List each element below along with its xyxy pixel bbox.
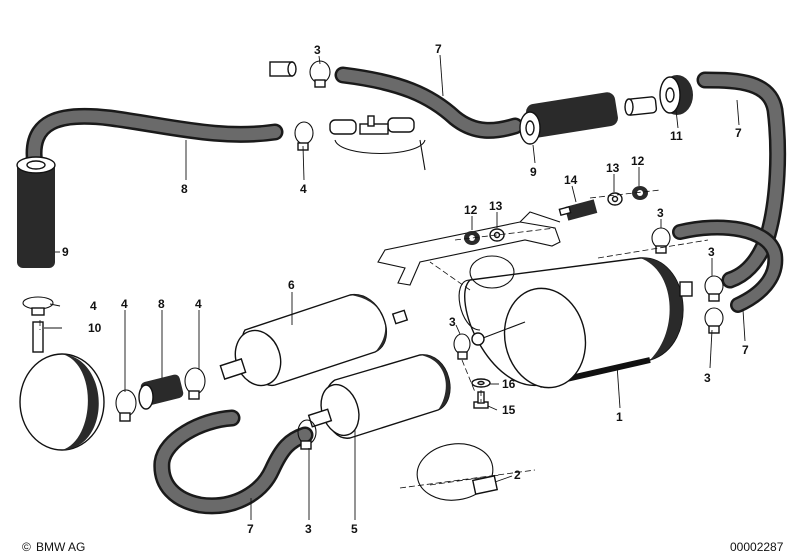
callout-3-right-b: 3 bbox=[708, 245, 715, 259]
washer-13-right bbox=[607, 192, 623, 206]
callout-5: 5 bbox=[351, 522, 358, 536]
fuel-filter-5 bbox=[307, 354, 451, 439]
callout-3-center: 3 bbox=[449, 315, 456, 329]
callout-12-right: 12 bbox=[631, 154, 645, 168]
callout-3-top: 3 bbox=[314, 43, 321, 57]
callout-7-top: 7 bbox=[435, 42, 442, 56]
clamp-3-top bbox=[309, 60, 331, 88]
callout-4-upper: 4 bbox=[300, 182, 307, 196]
band-clamp-2 bbox=[416, 443, 499, 501]
leader-lines bbox=[44, 54, 746, 520]
clamp-3-bottom bbox=[297, 419, 317, 450]
callout-7-bottom: 7 bbox=[247, 522, 254, 536]
callout-8-upper: 8 bbox=[181, 182, 188, 196]
clamp-3-right-b bbox=[704, 275, 724, 302]
nipple-right bbox=[624, 96, 658, 116]
callout-15: 15 bbox=[502, 403, 516, 417]
callout-16: 16 bbox=[502, 377, 516, 391]
alignment-lines bbox=[39, 189, 709, 489]
callout-3-right-c: 3 bbox=[704, 371, 711, 385]
callout-14: 14 bbox=[564, 173, 578, 187]
clamp-4-mid-b bbox=[184, 367, 206, 400]
callout-1: 1 bbox=[616, 410, 623, 424]
callout-4-mid-a: 4 bbox=[121, 297, 128, 311]
hose-sleeve-9-left bbox=[16, 156, 56, 268]
clamp-3-right-a bbox=[651, 227, 671, 254]
grommet-11 bbox=[659, 75, 693, 115]
callout-10: 10 bbox=[88, 321, 102, 335]
copyright-symbol: © bbox=[22, 540, 31, 554]
callout-13-mid: 13 bbox=[489, 199, 503, 213]
callout-12-mid: 12 bbox=[464, 203, 478, 217]
hose-7-bottom bbox=[153, 409, 314, 515]
hose-sleeve-9-right bbox=[519, 92, 618, 145]
fuel-pump-1 bbox=[458, 257, 693, 389]
clamp-3-right-c bbox=[704, 307, 724, 334]
suction-filter-10 bbox=[19, 321, 105, 451]
callout-8-mid: 8 bbox=[158, 297, 165, 311]
washer-16 bbox=[471, 378, 491, 388]
clamp-4-left bbox=[22, 296, 54, 316]
callout-4-left: 4 bbox=[90, 299, 97, 313]
callout-9-right: 9 bbox=[530, 165, 537, 179]
clamp-4-mid-a bbox=[115, 389, 137, 422]
fuel-filter-6 bbox=[219, 294, 409, 387]
washer-13-mid bbox=[489, 228, 505, 242]
callout-9-left: 9 bbox=[62, 245, 69, 259]
callout-3-bottom: 3 bbox=[305, 522, 312, 536]
clamp-3-center bbox=[453, 333, 471, 360]
washer-12-mid bbox=[464, 231, 480, 245]
hose-8-upper bbox=[25, 107, 284, 174]
hose-7-top bbox=[334, 66, 524, 139]
hose-piece-8-mid bbox=[138, 374, 184, 410]
footer-brand: © BMW AG bbox=[22, 540, 85, 554]
clamp-4-upper bbox=[294, 121, 314, 151]
callout-7-right-top: 7 bbox=[735, 126, 742, 140]
callout-11: 11 bbox=[670, 129, 683, 143]
image-number: 00002287 bbox=[730, 540, 784, 554]
hose-7-right-bottom bbox=[672, 219, 784, 313]
brand-label: BMW AG bbox=[36, 540, 85, 554]
rubber-mount-14 bbox=[558, 199, 598, 221]
rubber-mount-ring bbox=[469, 255, 515, 289]
callout-3-right-a: 3 bbox=[657, 206, 664, 220]
callout-4-mid-b: 4 bbox=[195, 297, 202, 311]
t-fitting bbox=[329, 115, 426, 171]
pipe-stub-top bbox=[269, 61, 297, 77]
callout-2: 2 bbox=[514, 468, 521, 482]
callout-7-right-bottom: 7 bbox=[742, 343, 749, 357]
callout-13-right: 13 bbox=[606, 161, 620, 175]
nut-12-right bbox=[632, 186, 648, 200]
hose-7-right-top bbox=[696, 71, 787, 289]
callout-6: 6 bbox=[288, 278, 295, 292]
